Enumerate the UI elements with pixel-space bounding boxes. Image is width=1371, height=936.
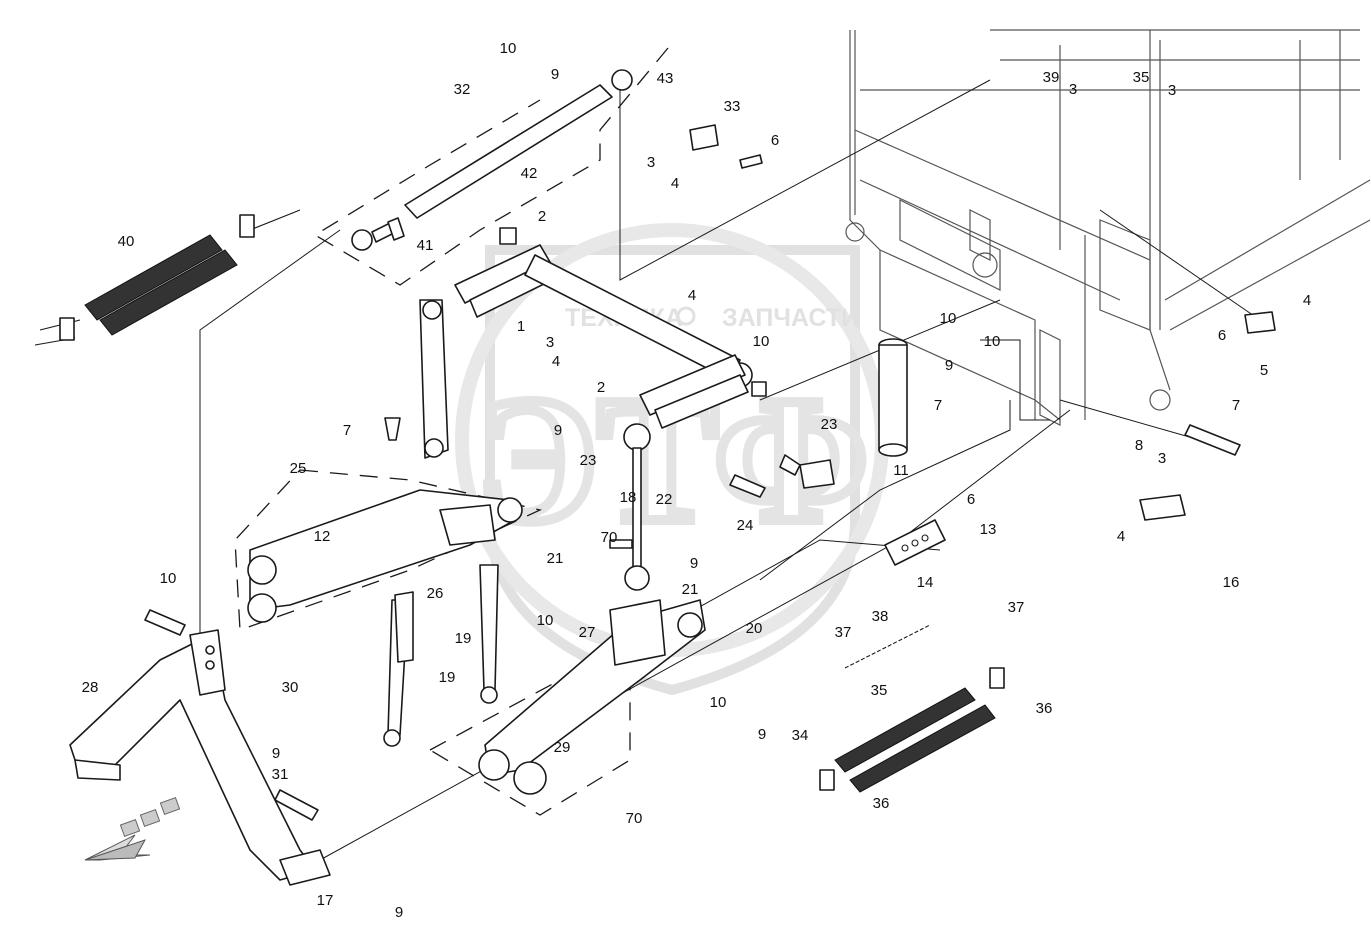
callout-11: 11 [893,462,909,479]
callout-24: 24 [737,517,754,534]
direction-arrow-icon [84,796,181,861]
callout-3: 3 [1069,81,1077,98]
callout-28: 28 [82,679,99,696]
callout-21: 21 [547,550,564,567]
callout-10: 10 [940,310,957,327]
callout-7: 7 [934,397,942,414]
callout-10: 10 [753,333,770,350]
right-side-brackets [779,311,1276,521]
callout-41: 41 [417,237,434,254]
callout-9: 9 [690,555,698,572]
callout-3: 3 [647,154,655,171]
callout-26: 26 [427,585,444,602]
callout-4: 4 [688,287,696,304]
callout-16: 16 [1223,574,1240,591]
assembly-brackets [234,47,669,816]
callout-37: 37 [1008,599,1025,616]
callout-43: 43 [657,70,674,87]
callout-12: 12 [314,528,331,545]
callout-2: 2 [597,379,605,396]
callout-3: 3 [546,334,554,351]
drawbar-tube [351,69,633,251]
callout-36: 36 [873,795,890,812]
callout-34: 34 [792,727,809,744]
callout-30: 30 [282,679,299,696]
callout-17: 17 [317,892,334,909]
callout-37: 37 [835,624,852,641]
callout-19: 19 [439,669,456,686]
callout-38: 38 [872,608,889,625]
hydraulic-cylinder [383,564,499,747]
callout-10: 10 [537,612,554,629]
callout-40: 40 [118,233,135,250]
callout-6: 6 [967,491,975,508]
callout-9: 9 [945,357,953,374]
hitch-pin-11 [878,338,908,457]
callout-1: 1 [517,318,525,335]
callout-4: 4 [671,175,679,192]
chain-and-springs-right [819,624,1005,793]
springs-left [34,209,301,346]
callout-39: 39 [1043,69,1060,86]
callout-23: 23 [580,452,597,469]
callout-10: 10 [160,570,177,587]
callout-7: 7 [343,422,351,439]
callout-8: 8 [1135,437,1143,454]
callout-32: 32 [454,81,471,98]
callout-21: 21 [682,581,699,598]
gear-icon [676,306,696,326]
callout-5: 5 [1260,362,1268,379]
callout-9: 9 [395,904,403,921]
callout-9: 9 [551,66,559,83]
lower-arm-17 [478,599,706,795]
callout-14: 14 [917,574,934,591]
callout-25: 25 [290,460,307,477]
callout-19: 19 [455,630,472,647]
small-hardware [144,124,766,821]
callout-36: 36 [1036,700,1053,717]
callout-13: 13 [980,521,997,538]
callout-2: 2 [538,208,546,225]
callout-31: 31 [272,766,289,783]
cross-tube-assembly [454,227,767,429]
callout-10: 10 [500,40,517,57]
watermark-text-right: ЗАПЧАСТИ [722,304,859,332]
machine-frame [845,29,1371,426]
callout-7: 7 [1232,397,1240,414]
callout-4: 4 [1303,292,1311,309]
callout-29: 29 [554,739,571,756]
callout-3: 3 [1168,82,1176,99]
callout-10: 10 [984,333,1001,350]
callout-9: 9 [272,745,280,762]
callout-27: 27 [579,624,596,641]
callout-22: 22 [656,491,673,508]
callout-18: 18 [620,489,637,506]
callout-6: 6 [1218,327,1226,344]
callout-35: 35 [871,682,888,699]
callout-4: 4 [552,353,560,370]
callout-70: 70 [626,810,643,827]
tow-hitch-a-frame [69,629,331,886]
callout-70: 70 [601,529,618,546]
lower-link-vertical [419,299,449,459]
callout-10: 10 [710,694,727,711]
callout-9: 9 [758,726,766,743]
callout-23: 23 [821,416,838,433]
callout-3: 3 [1158,450,1166,467]
callout-9: 9 [554,422,562,439]
callout-20: 20 [746,620,763,637]
callout-33: 33 [724,98,741,115]
locking-plate-13 [884,519,946,566]
callout-4: 4 [1117,528,1125,545]
callout-6: 6 [771,132,779,149]
callout-35: 35 [1133,69,1150,86]
callout-42: 42 [521,165,538,182]
adjusting-rod [623,423,651,591]
upper-arm-18 [247,489,523,623]
